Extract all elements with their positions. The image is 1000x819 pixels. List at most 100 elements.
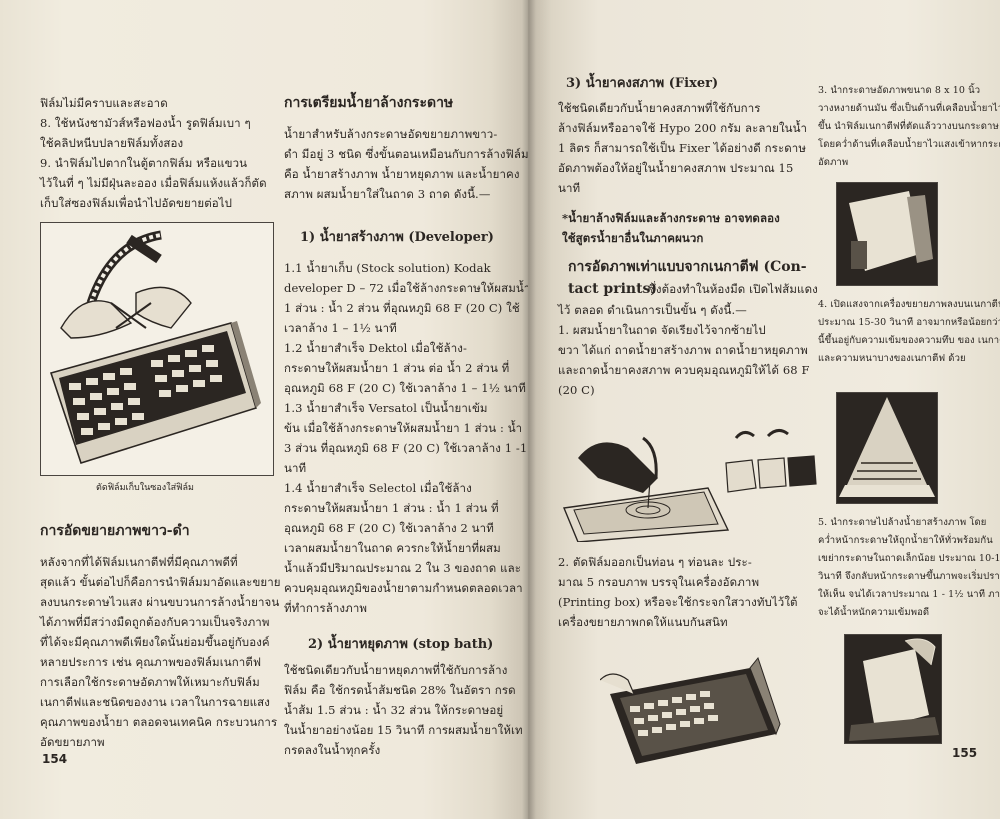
text-line: developer D – 72 เมื่อใช้ล้างกระดาษให้ผส…: [284, 281, 528, 295]
text-line: ข้น เมื่อใช้ล้างกระดาษให้ผสมน้ำยา 1 ส่วน…: [284, 421, 523, 435]
text-line: ที่ได้จะมีคุณภาพดีเพียงใดนั้นย่อมขึ้นอยู…: [40, 635, 270, 649]
heading-line: tact prints): [568, 281, 658, 297]
side-step-3-text: 3. นำกระดาษอัดภาพขนาด 8 x 10 นิ้ววางหงาย…: [818, 82, 1000, 172]
text-line: อัดภาพต้องให้อยู่ในน้ำยาคงสภาพ ประมาณ 15: [558, 161, 794, 175]
text-line: หลายประการ เช่น คุณภาพของฟิล์มเนกาตีฟ: [40, 655, 262, 669]
text-line: โดยคว่ำด้านที่เคลือบน้ำยาไวแสงเข้าหากระด…: [818, 139, 1000, 150]
text-line: เครื่องขยายภาพกดให้แนบกันสนิท: [558, 615, 728, 629]
left-page: ฟิล์มไม่มีคราบและสะอาด 8. ใช้หนังชามัวส์…: [0, 0, 528, 819]
text-line: มาณ 5 กรอบภาพ บรรจุในเครื่องอัดภาพ: [558, 575, 760, 589]
text-line: 1 ลิตร ก็สามารถใช้เป็น Fixer ได้อย่างดี …: [558, 141, 807, 155]
page-number-left: 154: [42, 752, 68, 766]
text-line: เวลาล้าง 1 – 1½ นาที: [284, 321, 397, 335]
text-line: ให้เห็น จนได้เวลาประมาณ 1 - 1½ นาที ภาพ: [818, 589, 1000, 600]
left-col2-intro-text: น้ำยาสำหรับล้างกระดาษอัดขยายภาพขาว- ดำ มี…: [284, 124, 528, 204]
text-line: ได้ภาพที่มีสว่างมืดถูกต้องกับความเป็นจริ…: [40, 615, 270, 629]
side-step-4-text: 4. เปิดแสงจากเครื่องขยายภาพลงบนเนกาตีฟปร…: [818, 296, 1000, 368]
note-line: *น้ำยาล้างฟิล์มและล้างกระดาษ อาจทดลอง: [562, 211, 780, 225]
enlarger-exposure-illustration: [836, 392, 938, 504]
text-line: ขวา ได้แก่ ถาดน้ำยาสร้างภาพ ถาดน้ำยาหยุด…: [558, 343, 808, 357]
text-line: 1. ผสมน้ำยาในถาด จัดเรียงไว้จากซ้ายไป: [558, 323, 766, 337]
text-line: นาที: [284, 461, 307, 475]
text-line: ล้างฟิล์มหรืออาจใช้ Hypo 200 กรัม ละลายใ…: [558, 121, 808, 135]
side-step-5-text: 5. นำกระดาษไปล้างน้ำยาสร้างภาพ โดยคว่ำหน…: [818, 514, 1000, 622]
text-line: ลงบนกระดาษไวแสง ผ่านขบวนการล้างน้ำยาจน: [40, 595, 280, 609]
heading-line: การอัดภาพเท่าแบบจากเนกาตีฟ (Con-: [568, 259, 807, 275]
text-line: เขย่ากระดาษในถาดเล็กน้อย ประมาณ 10-15: [818, 553, 1000, 564]
trays-drawing: [563, 429, 817, 542]
text-line: ฟิล์ม คือ ใช้กรดน้ำส้มชนิด 28% ในอัตรา ก…: [284, 683, 516, 697]
text-line: คือ น้ำยาสร้างภาพ น้ำยาหยุดภาพ และน้ำยาค…: [284, 167, 520, 181]
text-line: กระดาษให้ผสมน้ำยา 1 ส่วน ต่อ น้ำ 2 ส่วน …: [284, 361, 510, 375]
left-col1-intro-text: ฟิล์มไม่มีคราบและสะอาด 8. ใช้หนังชามัวส์…: [40, 93, 267, 213]
section-heading-paper-chemicals: การเตรียมน้ำยาล้างกระดาษ: [284, 95, 454, 111]
text-line: 3. นำกระดาษอัดภาพขนาด 8 x 10 นิ้ว: [818, 85, 981, 96]
chemical-trays-illustration: [558, 418, 820, 542]
developing-tray-illustration: [844, 634, 942, 744]
printing-box-drawing: [600, 656, 781, 764]
text-line: 4. เปิดแสงจากเครื่องขยายภาพลงบนเนกาตีฟ: [818, 299, 1000, 310]
section-heading-black-white-printing: การอัดขยายภาพขาว-ดำ: [40, 523, 190, 539]
figure-caption: ตัดฟิล์มเก็บในซองใส่ฟิล์ม: [96, 483, 194, 493]
text-line: (Printing box) หรือจะใช้กระจกใสวางทับไว้…: [558, 595, 798, 609]
text-line: ดำ มีอยู่ 3 ชนิด ซึ่งขั้นตอนเหมือนกับการ…: [284, 147, 528, 161]
text-line: คุณภาพของน้ำยา ตลอดจนเทคนิค กระบวนการ: [40, 715, 278, 729]
text-line: 2. ตัดฟิล์มออกเป็นท่อน ๆ ท่อนละ ประ-: [558, 555, 752, 569]
note-line: ใช้สูตรน้ำยาอื่นในภาคผนวก: [562, 231, 704, 245]
text-line: การเลือกใช้กระดาษอัดภาพให้เหมาะกับฟิล์ม: [40, 675, 260, 689]
right-page: 3) น้ำยาคงสภาพ (Fixer) ใช้ชนิดเดียวกับน้…: [528, 0, 1000, 819]
subheading-fixer: 3) น้ำยาคงสภาพ (Fixer): [566, 76, 719, 91]
text-line: และถาดน้ำยาคงสภาพ ควบคุมอุณหภูมิให้ได้ 6…: [558, 363, 810, 377]
text-line: อัดขยายภาพ: [40, 735, 105, 749]
text-line: 5. นำกระดาษไปล้างน้ำยาสร้างภาพ โดย: [818, 517, 987, 528]
fixer-body-text: ใช้ชนิดเดียวกับน้ำยาคงสภาพที่ใช้กับการล้…: [558, 98, 807, 198]
text-line: อุณหภูมิ 68 F (20 C) ใช้เวลาล้าง 1 – 1½ …: [284, 381, 526, 395]
text-line: ในน้ำยาอย่างน้อย 15 วินาที การผสมน้ำยาให…: [284, 723, 523, 737]
film-cutting-drawing: [41, 223, 273, 475]
page-number-right: 155: [952, 746, 978, 760]
text-line: ประมาณ 15-30 วินาที อาจมากหรือน้อยกว่านี…: [818, 317, 1000, 328]
developer-body-text: 1.1 น้ำยาเก็บ (Stock solution) Kodak deve…: [284, 258, 528, 618]
printing-box-illustration: [600, 654, 782, 766]
text-line: วางหงายด้านมัน ซึ่งเป็นด้านที่เคลือบน้ำย…: [818, 103, 1000, 114]
text-line: อุณหภูมิ 68 F (20 C) ใช้เวลาล้าง 2 นาที: [284, 521, 494, 535]
text-line: 8. ใช้หนังชามัวส์หรือฟองน้ำ รูดฟิล์มเบา …: [40, 116, 251, 130]
text-line: ไว้ในที่ ๆ ไม่มีฝุ่นละออง เมื่อฟิล์มแห้ง…: [40, 176, 267, 190]
enlarger-drawing: [837, 393, 937, 503]
text-line: เวลาผสมน้ำยาในถาด ควรกะให้น้ำยาที่ผสม: [284, 541, 501, 555]
text-line: กระดาษให้ผสมน้ำยา 1 ส่วน : น้ำ 1 ส่วน ที…: [284, 501, 499, 515]
text-line: ใช้ชนิดเดียวกับน้ำยาหยุดภาพที่ใช้กับการล…: [284, 663, 508, 677]
text-line: สุดแล้ว ขั้นต่อไปก็คือการนำฟิล์มมาอัดและ…: [40, 575, 281, 589]
text-line: ควบคุมอุณหภูมิของน้ำยาตามกำหนดตลอดเวลา: [284, 581, 523, 595]
text-line: ฟิล์มไม่มีคราบและสะอาด: [40, 96, 168, 110]
text-line: ใช้ชนิดเดียวกับน้ำยาคงสภาพที่ใช้กับการ: [558, 101, 761, 115]
text-line: 1.2 น้ำยาสำเร็จ Dektol เมื่อใช้ล้าง-: [284, 341, 467, 355]
stop-bath-body-text: ใช้ชนิดเดียวกับน้ำยาหยุดภาพที่ใช้กับการล…: [284, 660, 523, 760]
paper-negative-drawing: [837, 183, 937, 285]
film-cutting-illustration: [40, 222, 274, 476]
text-line: เนกาตีฟและชนิดของงาน เวลาในการฉายแสง: [40, 695, 271, 709]
contact-heading-tail: ซึ่งต้องทำในห้องมืด เปิดไฟส้มแดง: [648, 282, 818, 296]
text-line: คว่ำหน้ากระดาษให้ถูกน้ำยาให้ทั่วพร้อมกัน: [818, 535, 993, 546]
step-2-body-text: 2. ตัดฟิล์มออกเป็นท่อน ๆ ท่อนละ ประ- มาณ …: [558, 552, 798, 632]
text-line: ที่ทำการล้างภาพ: [284, 601, 368, 615]
text-line: อัดภาพ: [818, 157, 849, 168]
text-line: นาที: [558, 181, 581, 195]
contact-print-steps: ไว้ ตลอด ดำเนินการเป็นขั้น ๆ ดังนี้.— 1.…: [558, 300, 810, 400]
text-line: น้ำยาสำหรับล้างกระดาษอัดขยายภาพขาว-: [284, 127, 498, 141]
text-line: นี้ขึ้นอยู่กับความเข้มของความทึบ ของ เนก…: [818, 335, 1000, 346]
subheading-developer: 1) น้ำยาสร้างภาพ (Developer): [300, 230, 494, 245]
paper-negative-illustration: [836, 182, 938, 286]
formula-note: *น้ำยาล้างฟิล์มและล้างกระดาษ อาจทดลอง ใช…: [562, 208, 780, 248]
text-line: ขึ้น นำฟิล์มเนกาตีฟที่ตัดแล้ววางบนกระดาษ: [818, 121, 999, 132]
text-line: หลังจากที่ได้ฟิล์มเนกาตีฟที่มีคุณภาพดีที…: [40, 555, 238, 569]
text-line: น้ำส้ม 1.5 ส่วน : น้ำ 32 ส่วน ให้กระดาษอ…: [284, 703, 504, 717]
text-line: เก็บใส่ซองฟิล์มเพื่อนำไปอัดขยายต่อไป: [40, 196, 233, 210]
section-heading-contact-prints: การอัดภาพเท่าแบบจากเนกาตีฟ (Con-tact pri…: [568, 256, 807, 300]
text-line: 1.1 น้ำยาเก็บ (Stock solution) Kodak: [284, 261, 491, 275]
book-gutter-shadow: [522, 0, 536, 819]
text-line: จะได้น้ำหนักความเข้มพอดี: [818, 607, 930, 618]
text-line: น้ำแล้วมีปริมาณประมาณ 2 ใน 3 ของถาด และ: [284, 561, 522, 575]
text-line: 1.4 น้ำยาสำเร็จ Selectol เมื่อใช้ล้าง: [284, 481, 472, 495]
